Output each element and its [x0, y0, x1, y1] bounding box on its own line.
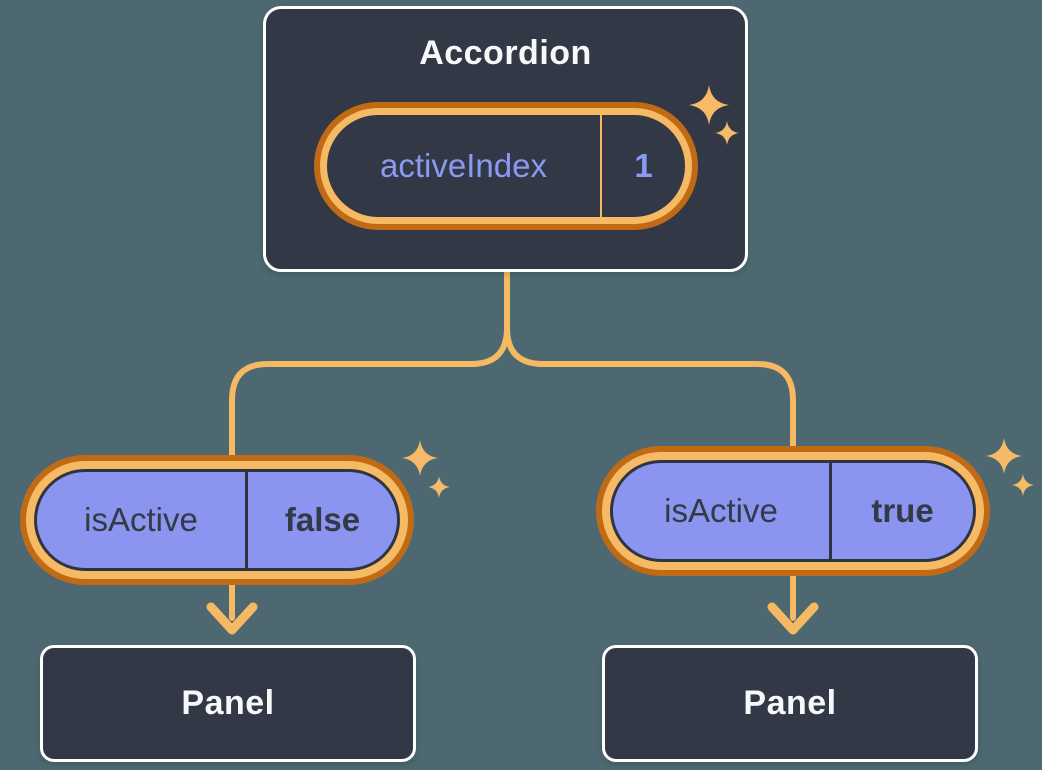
- pill-divider: [600, 115, 602, 217]
- accordion-component-box: Accordion activeIndex 1: [263, 6, 748, 272]
- pill-divider: [829, 463, 832, 559]
- prop-label: isActive: [84, 501, 198, 538]
- connector-right-branch: [504, 270, 796, 621]
- panel-component-box: Panel: [40, 645, 416, 762]
- prop-value: false: [284, 501, 361, 538]
- sparkle-icon: [986, 438, 1034, 496]
- isactive-true-prop-pill: isActive true: [610, 460, 976, 562]
- panel-title: Panel: [743, 684, 837, 722]
- arrow-down-icon: [767, 602, 819, 635]
- arrow-down-icon: [206, 602, 258, 635]
- activeindex-state-pill: activeIndex 1: [320, 108, 692, 224]
- pill-divider: [245, 472, 248, 568]
- state-value: 1: [634, 147, 653, 184]
- prop-label: isActive: [664, 492, 778, 529]
- sparkle-icon: [402, 440, 450, 498]
- accordion-title: Accordion: [419, 34, 592, 72]
- prop-value: true: [871, 492, 934, 529]
- isactive-false-prop-pill: isActive false: [34, 469, 400, 571]
- panel-component-box: Panel: [602, 645, 978, 762]
- state-label: activeIndex: [380, 147, 547, 184]
- panel-title: Panel: [181, 684, 275, 722]
